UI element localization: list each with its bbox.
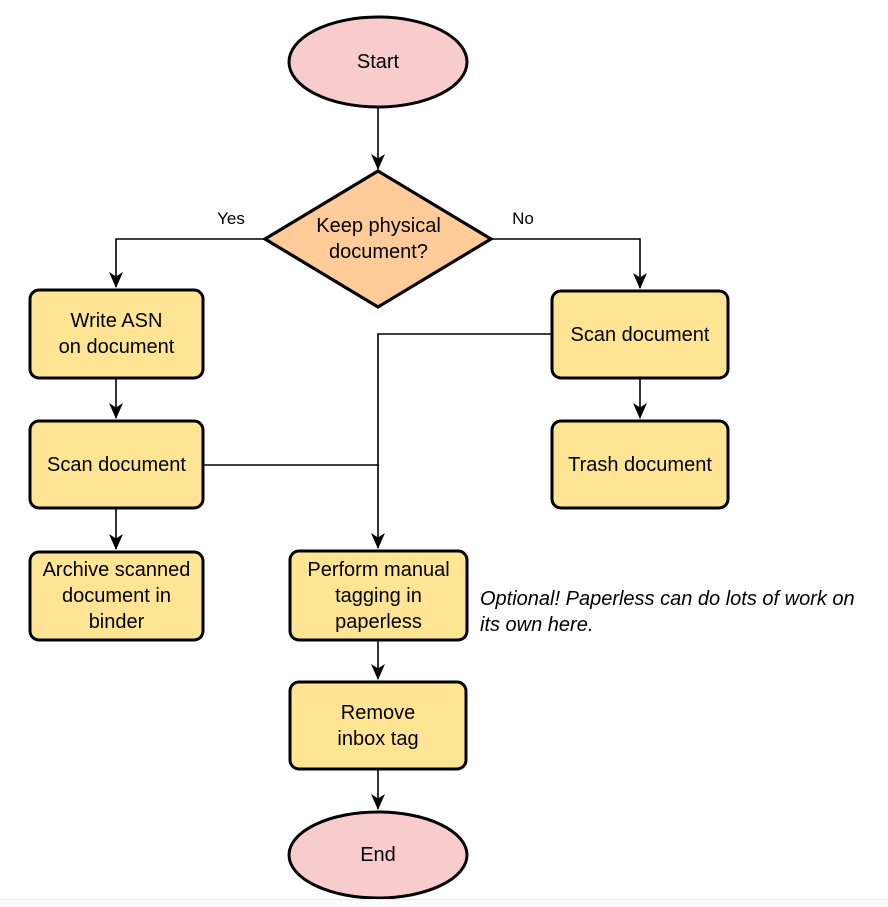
edge-scan-right-tagging [371, 333, 552, 549]
archive-node-shape [28, 550, 205, 642]
end-node-label: End [360, 844, 396, 866]
end-node-shape [287, 810, 469, 900]
yes-edge-label: Yes [205, 206, 257, 232]
decision-node-label: Keep physical document? [316, 215, 441, 263]
scan-left-node-label: Scan document [47, 453, 186, 476]
scan-left-node-shape [28, 419, 205, 510]
optional-annotation-text: Optional! Paperless can do lots of work … [480, 588, 855, 636]
trash-node-label: Trash document [568, 453, 712, 476]
bottom-page-divider [0, 899, 888, 907]
remove-inbox-node-shape [288, 680, 468, 771]
tagging-node-label: Perform manual tagging in paperless [307, 558, 450, 633]
tagging-node-shape [288, 549, 469, 642]
decision-node-shape [261, 169, 495, 309]
scan-right-node-shape [550, 289, 730, 380]
write-asn-node-label: Write ASN on document [58, 310, 175, 358]
edge-decision-write-asn [109, 238, 265, 288]
edge-decision-scan-right [491, 238, 647, 289]
edge-group [109, 108, 647, 810]
remove-inbox-node-label: Remove inbox tag [337, 701, 419, 750]
trash-node-shape [550, 419, 730, 510]
scan-right-node-label: Scan document [570, 323, 710, 346]
start-node-shape [287, 15, 469, 109]
archive-node-label: Archive scanned document in binder [42, 559, 191, 633]
write-asn-node-shape [28, 288, 205, 380]
no-edge-label: No [497, 206, 549, 232]
start-node-label: Start [356, 51, 400, 73]
